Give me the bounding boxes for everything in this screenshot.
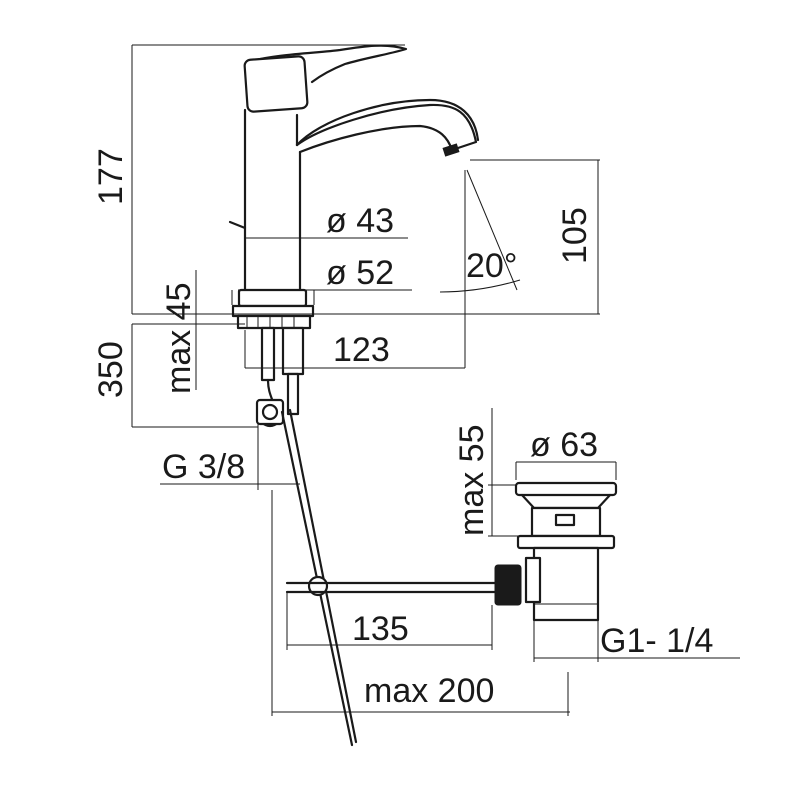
- counter-thickness-label: max 45: [160, 283, 198, 395]
- body-diameter-label: ø 43: [326, 202, 394, 240]
- drain-thread-label: G1- 1/4: [600, 622, 713, 660]
- drain-drawing: [494, 481, 618, 622]
- faucet-drawing: [228, 44, 499, 747]
- aerator-height-label: 105: [556, 207, 594, 264]
- spout-angle-label: 20°: [466, 247, 517, 285]
- dimension-lines: [131, 44, 740, 716]
- hose-thread-label: G 3/8: [162, 448, 245, 486]
- max-reach-label: max 200: [364, 672, 494, 710]
- spout-reach-label: 123: [333, 331, 390, 369]
- rod-length-label: 135: [352, 610, 409, 648]
- base-diameter-label: ø 52: [326, 254, 394, 292]
- drain-diameter-label: ø 63: [530, 426, 598, 464]
- drain-height-label: max 55: [453, 425, 491, 537]
- faucet-height-label: 177: [92, 148, 130, 205]
- hose-length-label: 350: [92, 341, 130, 398]
